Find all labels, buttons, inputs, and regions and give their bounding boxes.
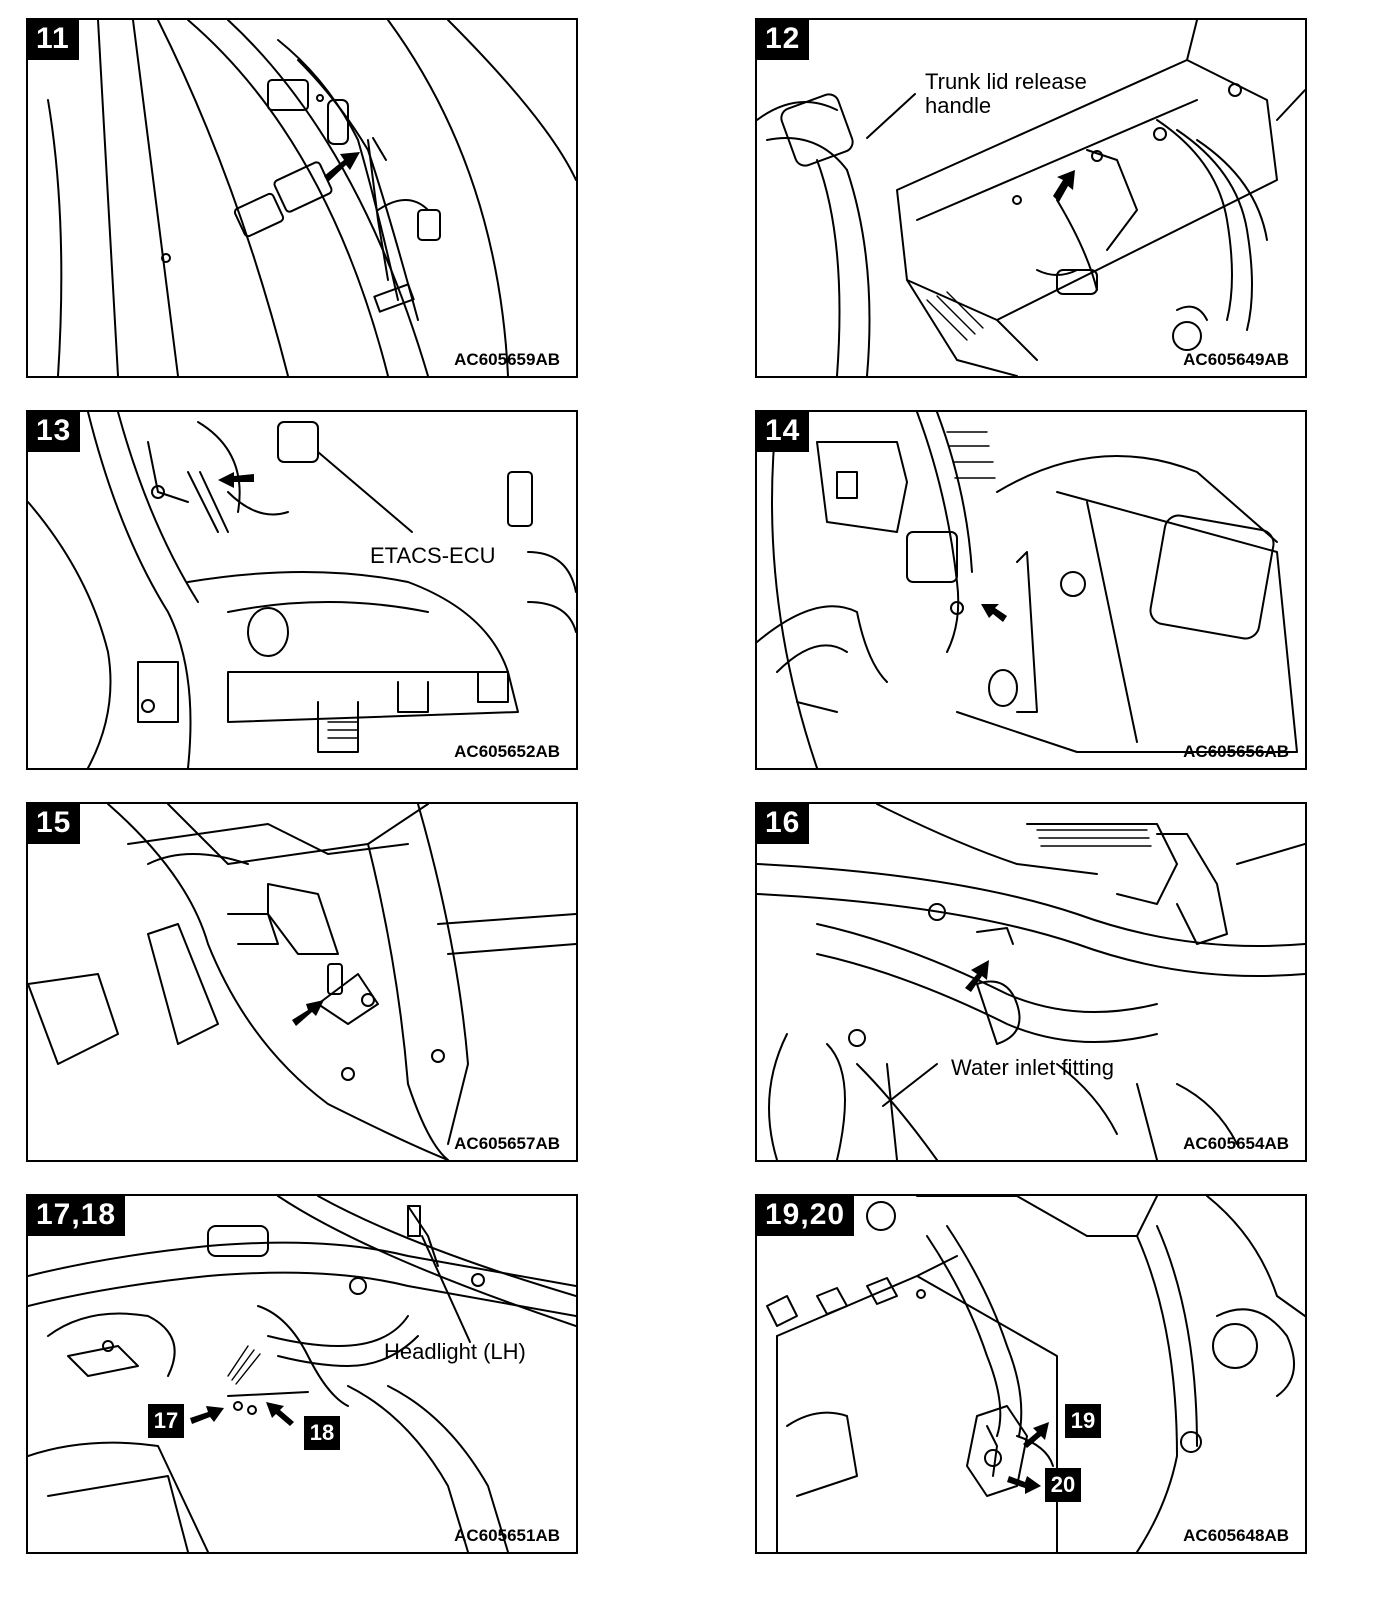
panel-14-line-art	[757, 412, 1298, 768]
diagram-panel-19-20: 19,20 19 20 AC605648AB	[755, 1194, 1307, 1554]
callout-19: 19	[1065, 1404, 1101, 1438]
callout-20: 20	[1045, 1468, 1081, 1502]
panel-19-20-line-art	[766, 1196, 1305, 1552]
diagram-panel-11: 11 AC605659AB	[26, 18, 578, 378]
panel-15-line-art	[28, 804, 576, 1160]
figure-code: AC605654AB	[1183, 1134, 1289, 1153]
figure-code: AC605656AB	[1183, 742, 1289, 761]
figure-code: AC605657AB	[454, 1134, 560, 1153]
diagram-panel-12: 12 Trunk lid release handle AC605649AB	[755, 18, 1307, 378]
step-badge: 14	[757, 412, 810, 452]
step-badge: 13	[28, 412, 81, 452]
panel-12-line-art	[757, 20, 1305, 376]
diagram-panel-14: 14 AC605656AB	[755, 410, 1307, 770]
diagram-panel-17-18: 17,18 Headlight (LH) 17 18 AC605651AB	[26, 1194, 578, 1554]
figure-code: AC605652AB	[454, 742, 560, 761]
figure-code: AC605649AB	[1183, 350, 1289, 369]
diagram-panel-13: 13 ETACS-ECU AC605652AB	[26, 410, 578, 770]
panel-17-18-line-art	[28, 1196, 576, 1552]
callout-17: 17	[148, 1404, 184, 1438]
step-badge: 16	[757, 804, 810, 844]
panel-11-line-art	[47, 20, 576, 376]
water-inlet-fitting-label: Water inlet fitting	[951, 1055, 1115, 1080]
headlight-lh-label: Headlight (LH)	[384, 1339, 526, 1364]
trunk-lid-release-handle-label: Trunk lid release handle	[925, 69, 1087, 118]
step-badge: 15	[28, 804, 81, 844]
figure-code: AC605651AB	[454, 1526, 560, 1545]
step-badge: 19,20	[757, 1196, 855, 1236]
callout-18: 18	[304, 1416, 340, 1450]
step-badge: 17,18	[28, 1196, 126, 1236]
figure-code: AC605648AB	[1183, 1526, 1289, 1545]
diagram-panel-15: 15 AC605657AB	[26, 802, 578, 1162]
step-badge: 12	[757, 20, 810, 60]
etacs-ecu-label: ETACS-ECU	[370, 543, 496, 568]
panel-13-line-art	[28, 412, 576, 768]
figure-code: AC605659AB	[454, 350, 560, 369]
step-badge: 11	[28, 20, 79, 60]
diagram-panel-16: 16 Water inlet fitting AC605654AB	[755, 802, 1307, 1162]
panel-16-line-art	[757, 804, 1305, 1160]
